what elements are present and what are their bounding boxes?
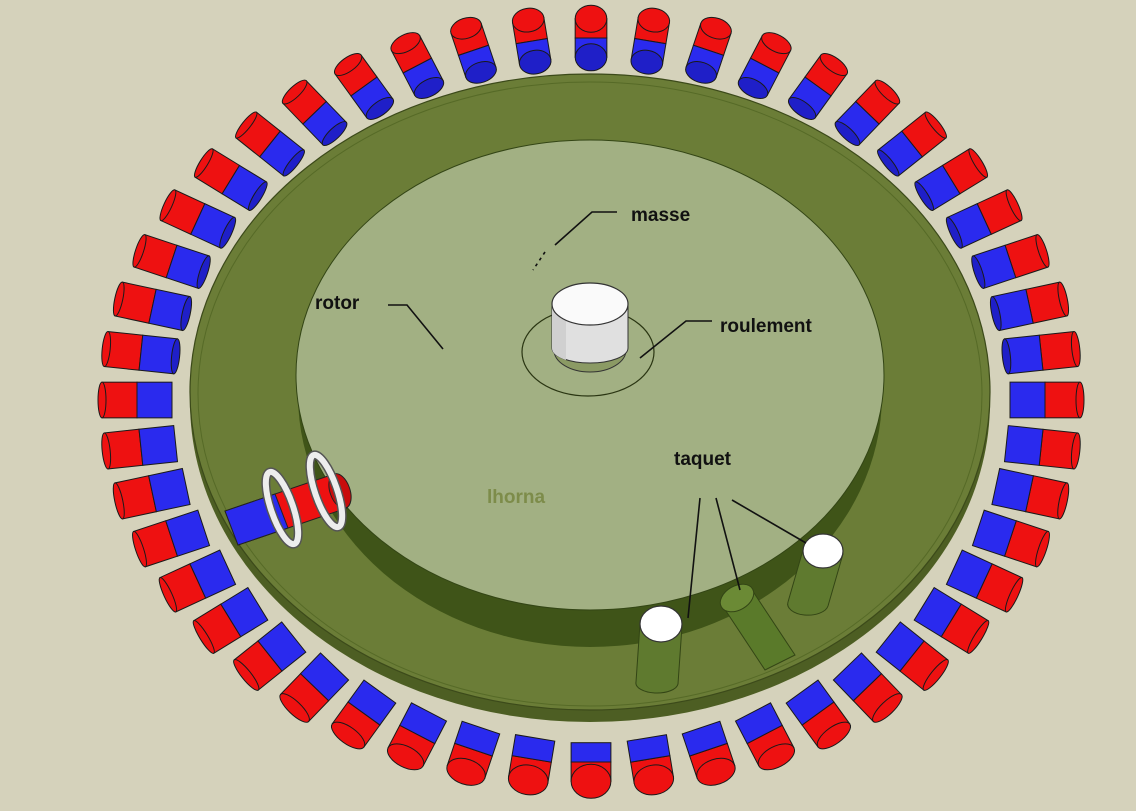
stator-magnet <box>446 720 501 786</box>
stator-magnet <box>787 53 849 120</box>
stator-magnet <box>834 79 901 147</box>
stator-magnet <box>97 381 173 419</box>
stator-magnet <box>281 79 348 147</box>
stator-magnet <box>132 509 211 568</box>
label-roulement: roulement <box>720 316 813 337</box>
stator-magnet <box>386 702 448 771</box>
stator-magnet <box>333 53 395 120</box>
stator-magnet <box>192 586 269 654</box>
stator-magnet <box>158 549 237 613</box>
taquet-peg-left <box>635 605 683 694</box>
stator-magnets-front <box>101 425 1081 799</box>
bearing <box>521 282 655 397</box>
stator-magnet <box>112 467 191 520</box>
stator-magnet <box>626 734 675 796</box>
stator-magnet <box>914 148 989 212</box>
leader-lines <box>388 211 807 619</box>
stator-magnet <box>681 720 736 786</box>
stator-magnet <box>685 16 732 84</box>
stator-magnet <box>832 652 903 723</box>
stator-magnet <box>574 4 608 72</box>
stator-magnet <box>101 425 179 470</box>
stator-magnet <box>112 281 193 332</box>
stator-magnet <box>132 234 211 289</box>
stator-magnet <box>971 509 1050 568</box>
label-masse: masse <box>631 205 690 226</box>
taquet-peg-tilted <box>719 583 796 671</box>
stator-magnet <box>734 702 796 771</box>
stator-magnet <box>991 467 1070 520</box>
rotor-magnet-rings <box>261 450 347 549</box>
stator-magnet <box>875 621 949 691</box>
stator-magnet <box>1001 330 1081 375</box>
stator-magnet <box>989 281 1070 332</box>
stator-magnet <box>450 16 497 84</box>
stator-magnet <box>1009 381 1085 419</box>
stator-magnet <box>1003 425 1081 470</box>
stator-magnet <box>945 189 1023 249</box>
label-rotor: rotor <box>315 293 360 314</box>
stator-magnet <box>785 679 852 750</box>
stator-magnet <box>193 148 268 212</box>
stator-magnet <box>570 742 612 799</box>
stator-magnet <box>737 32 792 100</box>
stator-magnet <box>390 32 445 100</box>
label-taquet: taquet <box>674 449 732 470</box>
stator-magnet <box>971 234 1050 289</box>
stator-magnet <box>945 549 1024 613</box>
stator-magnets-back <box>97 4 1085 419</box>
stator-magnet <box>159 189 237 249</box>
stator-magnet <box>279 652 350 723</box>
stator-magnet <box>507 734 556 796</box>
stator-magnet <box>913 586 990 654</box>
stator-magnet <box>630 7 671 75</box>
stator-magnet <box>877 111 947 177</box>
rotor-disc <box>295 139 885 647</box>
stator-magnet <box>511 7 552 75</box>
stator-magnet <box>330 679 397 750</box>
taquet-peg-right <box>787 533 844 616</box>
stator-magnet <box>101 331 181 375</box>
stator-magnet <box>235 111 305 177</box>
stator-magnet <box>233 621 307 691</box>
watermark-lhorna: lhorna <box>487 487 545 508</box>
